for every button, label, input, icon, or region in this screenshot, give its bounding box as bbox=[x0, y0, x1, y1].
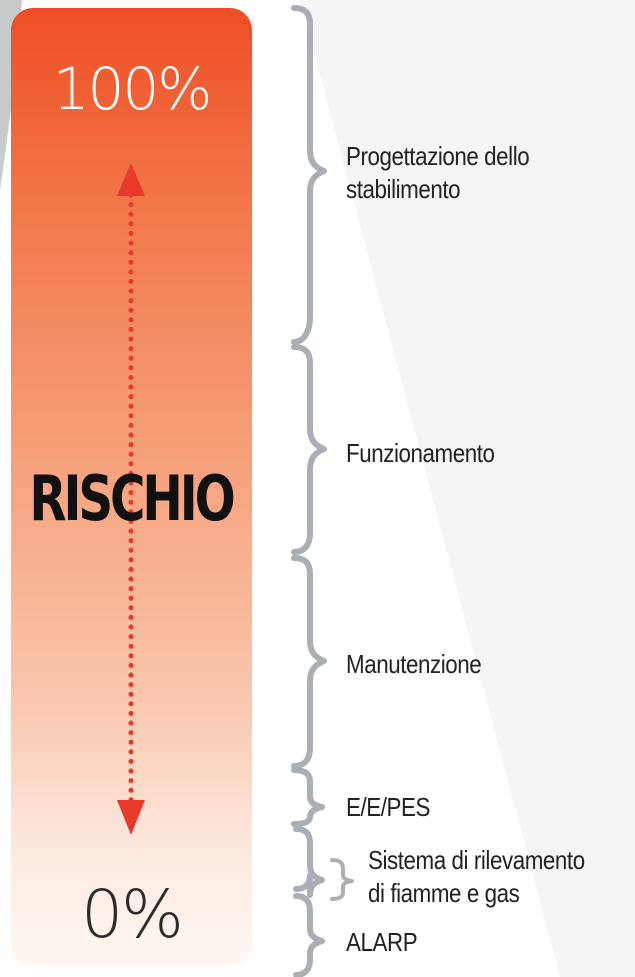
brace-icon bbox=[291, 555, 327, 769]
brace-icon bbox=[293, 826, 325, 898]
brace-icon bbox=[291, 5, 327, 345]
stage-label-line: Sistema di rilevamento bbox=[368, 845, 585, 875]
scale-bottom-label: 0% bbox=[81, 876, 184, 953]
brace-icon bbox=[293, 893, 325, 977]
stage-label-plant-design: Progettazione dello stabilimento bbox=[346, 140, 530, 206]
stage-label-line: di fiamme e gas bbox=[368, 878, 520, 908]
stage-label-operation: Funzionamento bbox=[346, 438, 495, 468]
scale-top-label: 100% bbox=[52, 55, 213, 123]
stage-label-eepes: E/E/PES bbox=[346, 792, 430, 822]
stage-label-maintenance: Manutenzione bbox=[346, 649, 482, 679]
brace-icon bbox=[291, 767, 325, 827]
risk-axis-label: RISCHIO bbox=[29, 462, 235, 535]
stage-label-fire-gas-detection: Sistema di rilevamento di fiamme e gas bbox=[368, 844, 585, 910]
stage-label-line: stabilimento bbox=[346, 174, 461, 204]
stage-label-alarp: ALARP bbox=[346, 927, 418, 957]
brace-icon bbox=[330, 858, 354, 901]
stage-label-line: Progettazione dello bbox=[346, 141, 530, 171]
background-panel bbox=[300, 0, 635, 977]
brace-icon bbox=[291, 344, 327, 555]
